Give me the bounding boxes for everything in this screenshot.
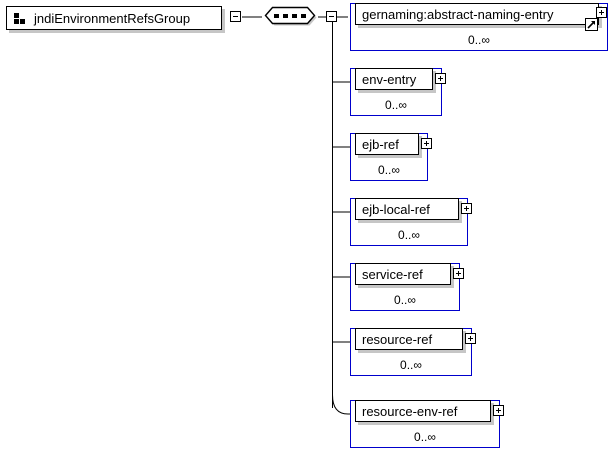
element-expand-toggle-env-entry[interactable] — [435, 73, 446, 84]
sequence-compositor-node[interactable] — [262, 4, 318, 28]
element-label-box: resource-ref — [355, 328, 463, 350]
model-group-icon — [14, 12, 27, 24]
element-label-box: gernaming:abstract-naming-entry — [355, 3, 599, 25]
element-label-box: service-ref — [355, 263, 451, 285]
element-node-env-entry[interactable]: env-entry 0..∞ — [350, 68, 442, 116]
element-label: ejb-ref — [362, 136, 399, 152]
element-label-box: ejb-local-ref — [355, 198, 459, 220]
element-occurrence: 0..∞ — [400, 358, 422, 372]
element-expand-toggle-resource-env-ref[interactable] — [493, 405, 504, 416]
sequence-collapse-toggle[interactable] — [326, 11, 337, 22]
element-node-abstract-naming-entry[interactable]: gernaming:abstract-naming-entry 0..∞ — [350, 3, 608, 51]
element-label: gernaming:abstract-naming-entry — [362, 6, 554, 22]
element-label: ejb-local-ref — [362, 201, 430, 217]
element-occurrence: 0..∞ — [378, 163, 400, 177]
reference-arrow-icon — [585, 18, 598, 31]
element-node-service-ref[interactable]: service-ref 0..∞ — [350, 263, 460, 311]
element-occurrence: 0..∞ — [414, 430, 436, 444]
element-node-resource-env-ref[interactable]: resource-env-ref 0..∞ — [350, 400, 500, 448]
element-occurrence: 0..∞ — [385, 98, 407, 112]
element-expand-toggle-resource-ref[interactable] — [465, 333, 476, 344]
element-label-box: resource-env-ref — [355, 400, 491, 422]
element-node-ejb-ref[interactable]: ejb-ref 0..∞ — [350, 133, 428, 181]
element-node-resource-ref[interactable]: resource-ref 0..∞ — [350, 328, 472, 376]
sequence-dots — [274, 14, 306, 18]
element-expand-toggle-service-ref[interactable] — [453, 268, 464, 279]
element-node-ejb-local-ref[interactable]: ejb-local-ref 0..∞ — [350, 198, 468, 246]
element-expand-toggle-ejb-local-ref[interactable] — [461, 203, 472, 214]
model-group-collapse-toggle[interactable] — [230, 11, 241, 22]
element-occurrence: 0..∞ — [398, 228, 420, 242]
element-label: service-ref — [362, 266, 423, 282]
element-expand-toggle-abstract-naming-entry[interactable] — [596, 7, 607, 18]
element-expand-toggle-ejb-ref[interactable] — [421, 138, 432, 149]
element-occurrence: 0..∞ — [468, 33, 490, 47]
element-label: resource-env-ref — [362, 403, 458, 419]
element-label: resource-ref — [362, 331, 433, 347]
element-label-box: ejb-ref — [355, 133, 419, 155]
model-group-label: jndiEnvironmentRefsGroup — [34, 10, 191, 26]
model-group-node[interactable]: jndiEnvironmentRefsGroup — [6, 6, 222, 30]
element-label-box: env-entry — [355, 68, 433, 90]
element-label: env-entry — [362, 71, 417, 87]
element-occurrence: 0..∞ — [394, 293, 416, 307]
